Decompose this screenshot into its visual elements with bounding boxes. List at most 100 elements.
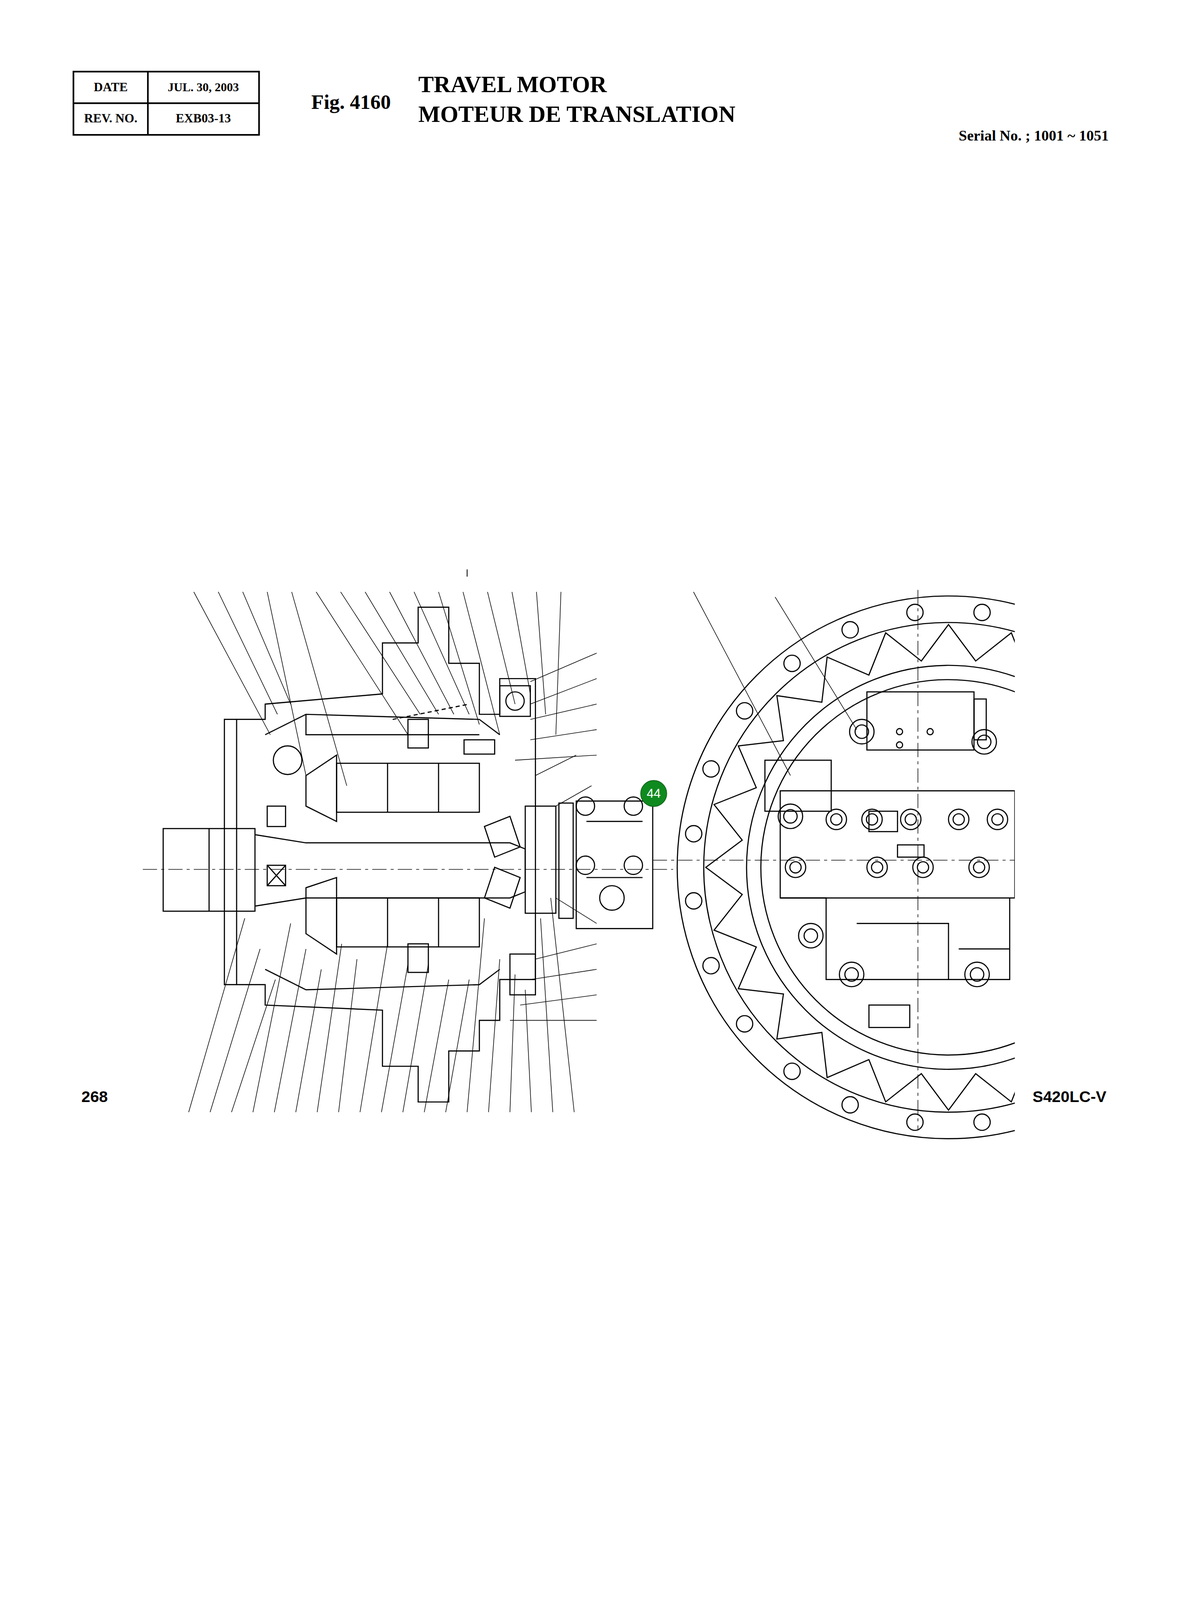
leader-line: [536, 591, 546, 715]
leader-line: [291, 591, 347, 786]
leader-line: [550, 897, 575, 1112]
flange-outer: [677, 596, 1016, 1139]
leader-line: [540, 917, 553, 1112]
bolt-head: [624, 796, 643, 815]
figure-title: TRAVEL MOTOR: [418, 71, 607, 98]
bolt-hole: [736, 702, 753, 719]
leader-line: [274, 948, 307, 1113]
bolt-head: [599, 885, 625, 911]
leader-lines: [188, 591, 858, 1113]
cap-screw: [861, 809, 883, 830]
housing-outline: [224, 607, 536, 1102]
leader-line: [530, 729, 597, 740]
bolt-hole: [842, 621, 859, 638]
piston-line: [437, 763, 439, 812]
leader-line: [317, 943, 342, 1113]
bolt-hole: [736, 1015, 753, 1032]
leader-line: [530, 703, 597, 720]
page-label: DATE: [93, 80, 128, 95]
bolt-hole: [685, 825, 702, 842]
section-view: [142, 569, 674, 1102]
cap-screw: [839, 962, 865, 987]
callout-circle: 44: [640, 779, 668, 807]
piston-upper: [336, 763, 480, 812]
leader-line: [530, 652, 597, 682]
leader-line: [210, 948, 261, 1113]
piston-line: [437, 897, 439, 947]
leader-line: [231, 979, 276, 1113]
leader-line: [525, 989, 532, 1113]
screw-head: [849, 719, 875, 744]
gear: [408, 719, 429, 748]
screw-head: [927, 728, 934, 735]
leader-line: [530, 969, 597, 980]
screw-head: [896, 728, 903, 735]
hidden-line: [392, 703, 469, 720]
center-line: [652, 859, 1015, 861]
bolt-hole: [842, 1096, 859, 1113]
callout-number: 44: [640, 779, 668, 807]
page-label: EXB03-13: [175, 111, 232, 126]
swash-plate: [306, 755, 337, 822]
bolt-hole: [783, 1062, 801, 1079]
screw-head: [861, 809, 883, 830]
housing-line: [235, 719, 237, 985]
cap-screw: [971, 729, 997, 755]
piston-lower: [336, 897, 480, 947]
screw-socket: [904, 813, 917, 825]
roller-bearing: [484, 816, 521, 858]
leader-line: [193, 591, 270, 735]
bearing: [267, 864, 286, 886]
screw-head: [826, 809, 847, 830]
table-frame: [73, 71, 260, 135]
screw-socket: [991, 813, 1004, 825]
screw-head: [971, 729, 997, 755]
screw-socket: [783, 809, 798, 824]
cap-screw: [778, 803, 804, 829]
cap-screw: [948, 809, 970, 830]
leader-line: [360, 943, 388, 1113]
screw-socket: [866, 813, 878, 825]
cap-screw: [927, 728, 934, 735]
bearing-cross: [267, 864, 286, 886]
leader-line: [424, 979, 449, 1113]
bolt-head: [505, 691, 524, 711]
screw-socket: [844, 967, 859, 981]
leader-line: [530, 678, 597, 704]
callout-disc: [640, 780, 667, 807]
leader-line: [487, 591, 516, 704]
cap-screw: [896, 741, 903, 748]
leader-line: [414, 591, 469, 715]
hub-ring: [760, 679, 1015, 1055]
bolt-head: [576, 856, 595, 875]
valve-plate: [525, 805, 557, 913]
bearing: [267, 805, 286, 827]
swash-plate: [306, 877, 337, 954]
revision-table: [73, 71, 260, 135]
page-label: MOTEUR DE TRANSLATION: [418, 101, 736, 128]
bolt-hole: [973, 1113, 991, 1131]
sprocket-teeth: [705, 624, 1015, 1110]
bolt-hole: [703, 760, 720, 778]
cap-screw: [896, 728, 903, 735]
leader-line: [509, 1019, 597, 1021]
name-plate: [897, 844, 925, 857]
plug: [509, 953, 536, 995]
screw-socket: [970, 967, 985, 981]
page-label: JUL. 30, 2003: [167, 80, 239, 95]
screw-socket: [871, 861, 883, 873]
bolt-hole: [906, 603, 924, 621]
hub-ring: [746, 665, 1016, 1070]
gear: [408, 943, 429, 972]
page-label: 268: [81, 1087, 108, 1106]
screw-head: [798, 923, 824, 948]
housing-line: [265, 714, 500, 735]
housing-line: [306, 714, 480, 735]
cap-screw: [987, 809, 1008, 830]
bolt-head: [624, 856, 643, 875]
leader-line: [242, 591, 291, 704]
bolt-hole: [685, 892, 702, 909]
leader-line: [535, 755, 577, 776]
